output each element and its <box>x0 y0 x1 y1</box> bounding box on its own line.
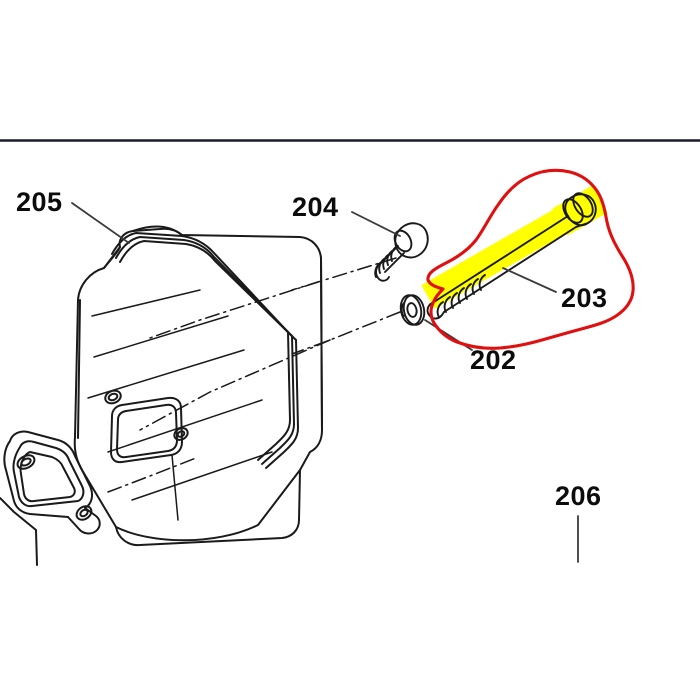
leader-line-203 <box>502 267 557 293</box>
leader-lines <box>71 202 579 563</box>
screw-drawing-204 <box>374 222 429 282</box>
part-number-label-206: 206 <box>555 481 602 511</box>
part-number-label-203: 203 <box>561 283 608 313</box>
part-number-label-204: 204 <box>292 192 339 222</box>
leader-line-205 <box>71 202 130 244</box>
long-bolt-drawing-203 <box>426 192 597 320</box>
muffler-body-drawing <box>73 225 323 547</box>
part-number-label-202: 202 <box>470 345 517 375</box>
assembly-centerlines <box>107 257 401 493</box>
part-number-label-205: 205 <box>16 187 63 217</box>
washer-drawing-202 <box>399 294 426 326</box>
red-annotation-circle <box>426 168 635 350</box>
gasket-drawing-206 <box>0 430 101 566</box>
leader-line-204 <box>351 211 401 237</box>
